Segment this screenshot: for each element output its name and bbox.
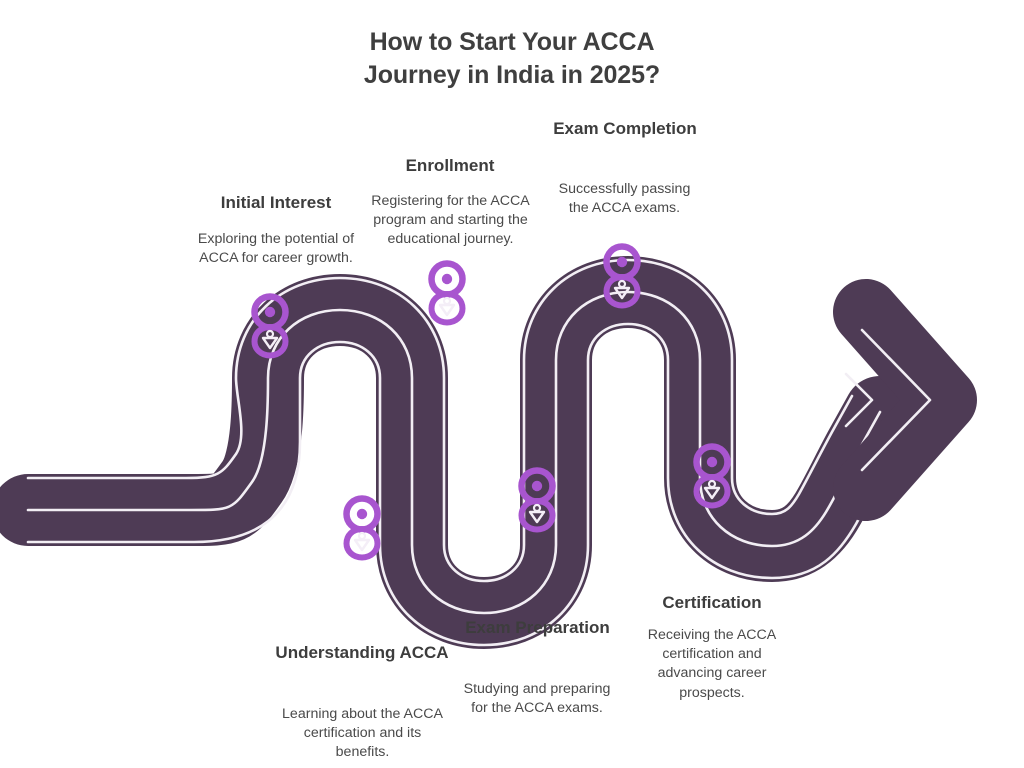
road-lower-lane-line xyxy=(26,322,908,647)
step-6-label: Certification xyxy=(662,593,762,612)
right-chevron-arrowhead xyxy=(833,279,977,521)
step-5-label: Exam Completion xyxy=(553,119,697,138)
step-3-description: Registering for the ACCA program and sta… xyxy=(371,193,530,248)
step-3-label: Enrollment xyxy=(405,156,495,175)
step-1-description: Exploring the potential of ACCA for care… xyxy=(197,231,355,267)
milestone-marker-2[interactable] xyxy=(347,499,378,558)
road-upper-lane-line xyxy=(26,258,854,583)
milestone-marker-3[interactable] xyxy=(432,264,463,323)
step-4-description: Studying and preparing for the ACCA exam… xyxy=(463,681,611,717)
page-title: How to Start Your ACCA Journey in India … xyxy=(312,26,712,92)
step-1-label: Initial Interest xyxy=(220,193,332,212)
step-5-description: Successfully passing the ACCA exams. xyxy=(558,181,691,217)
step-2-label: Understanding ACCA xyxy=(275,643,449,662)
page-title-line-2: Journey in India in 2025? xyxy=(363,61,661,89)
step-6-description: Receiving the ACCA certification and adv… xyxy=(647,627,777,701)
road-center-lane-line xyxy=(26,290,882,615)
road-path-group xyxy=(0,256,916,649)
step-4-label: Exam Preparation xyxy=(465,618,610,637)
page-title-line-1: How to Start Your ACCA xyxy=(369,28,655,56)
step-2-description: Learning about the ACCA certification an… xyxy=(282,706,443,761)
